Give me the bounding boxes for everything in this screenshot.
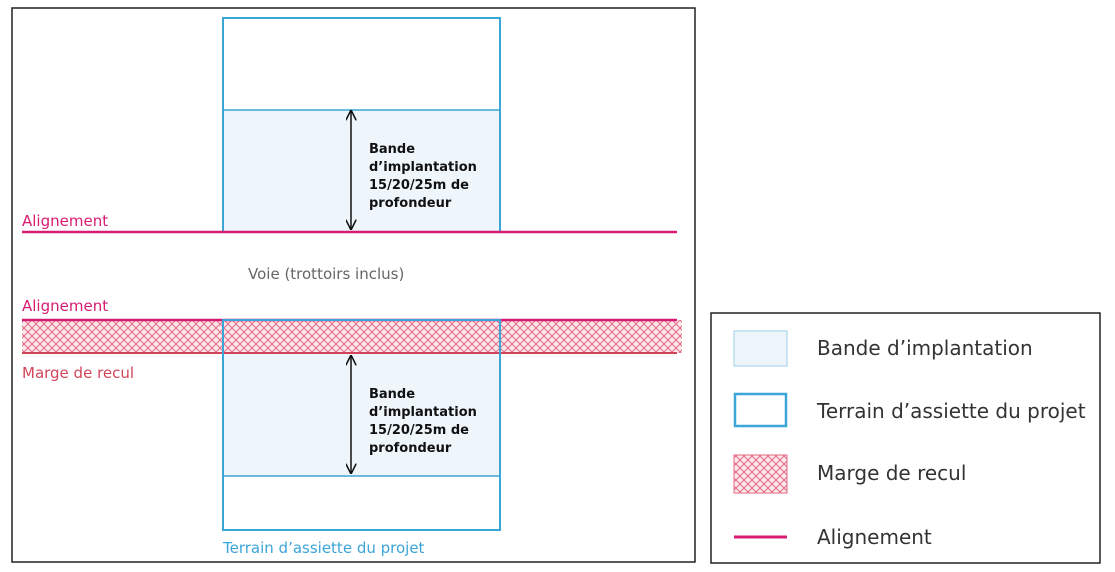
marge-de-recul-band xyxy=(22,320,682,353)
alignement-label-top: Alignement xyxy=(22,212,108,230)
terrain-label: Terrain d’assiette du projet xyxy=(222,539,425,557)
bottom-bande-line-1: Bande xyxy=(369,387,415,402)
bottom-bande-line-3: 15/20/25m de xyxy=(369,423,469,438)
bottom-terrain-rect xyxy=(222,319,501,531)
legend-label-alignement: Alignement xyxy=(817,525,932,549)
legend-label-bande: Bande d’implantation xyxy=(817,336,1033,360)
legend-item-marge: Marge de recul xyxy=(733,454,966,494)
bottom-bande-fill xyxy=(223,354,500,476)
diagram-frame xyxy=(11,7,696,563)
top-bande-line-1: Bande xyxy=(369,142,415,157)
top-bande-label: Bande d’implantation 15/20/25m de profon… xyxy=(369,142,481,211)
legend-label-terrain: Terrain d’assiette du projet xyxy=(816,399,1086,423)
legend-label-marge: Marge de recul xyxy=(817,461,966,485)
bottom-bande-label: Bande d’implantation 15/20/25m de profon… xyxy=(369,387,481,456)
alignement-label-bottom: Alignement xyxy=(22,297,108,315)
top-bande-line-4: profondeur xyxy=(369,196,452,211)
marge-de-recul-label: Marge de recul xyxy=(22,364,134,382)
bottom-bande-line-4: profondeur xyxy=(369,441,452,456)
voie-label: Voie (trottoirs inclus) xyxy=(248,265,404,283)
bottom-bande-line-2: d’implantation xyxy=(369,405,477,420)
legend-item-terrain: Terrain d’assiette du projet xyxy=(733,392,1086,428)
top-bande-fill xyxy=(223,110,500,232)
legend-item-bande: Bande d’implantation xyxy=(733,330,1033,367)
top-bande-line-3: 15/20/25m de xyxy=(369,178,469,193)
legend-item-alignement: Alignement xyxy=(734,525,932,549)
top-bande-line-2: d’implantation xyxy=(369,160,477,175)
terrain-swatch-icon xyxy=(733,392,788,428)
hatch-swatch-icon xyxy=(733,454,788,494)
bande-swatch-icon xyxy=(733,330,788,367)
legend: Bande d’implantation Terrain d’assiette … xyxy=(710,312,1101,564)
